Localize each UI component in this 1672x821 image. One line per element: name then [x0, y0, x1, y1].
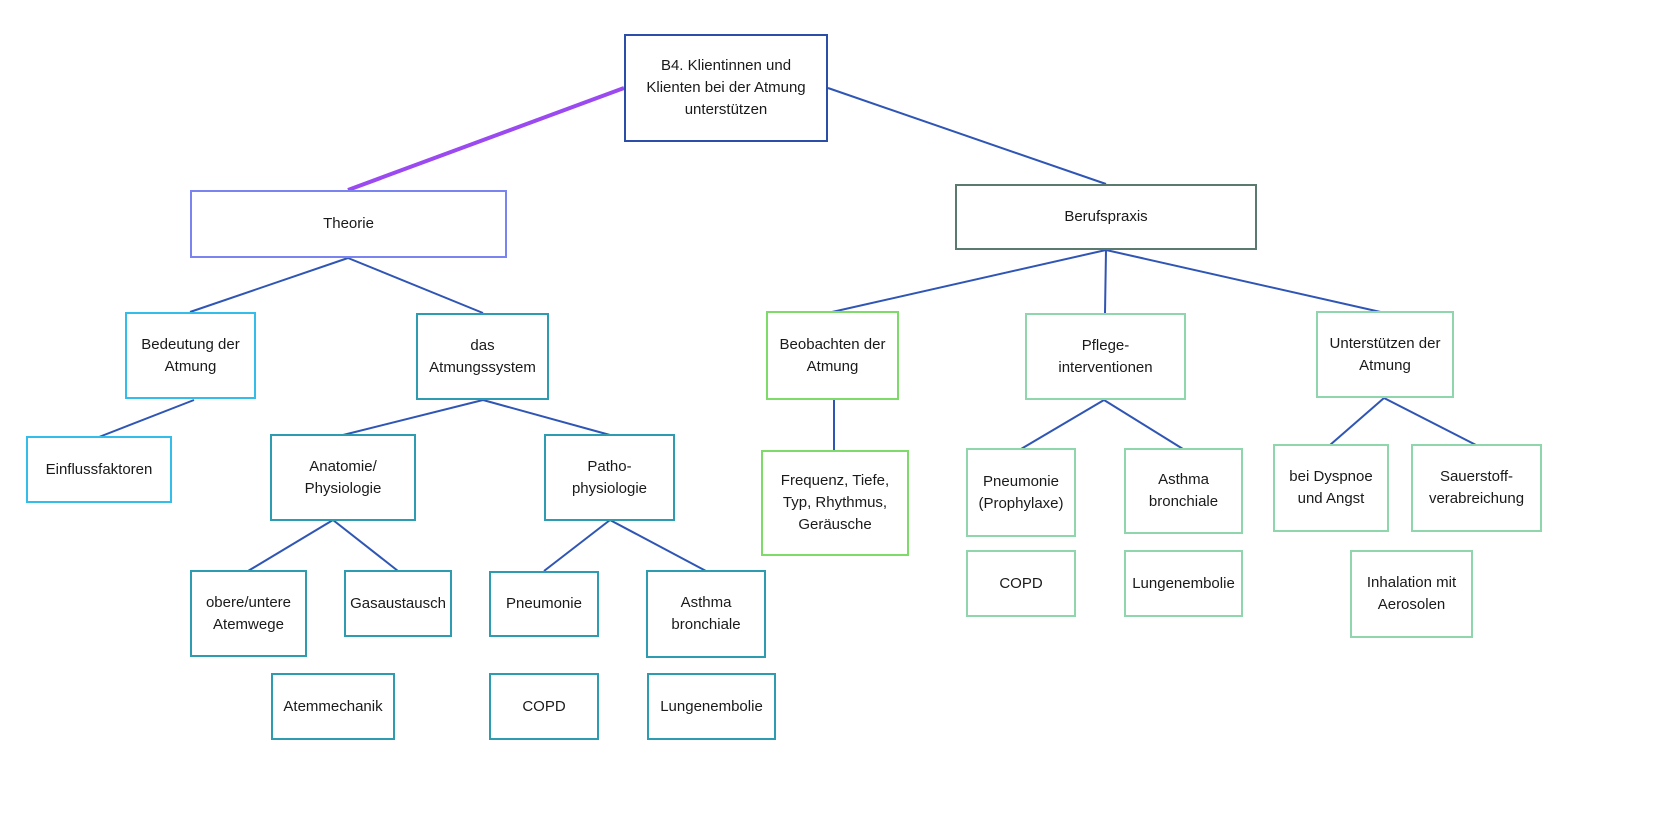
link-root-theorie	[347, 86, 625, 192]
link-anatomie-atemwege	[247, 519, 334, 572]
asthma-node: Asthma bronchiale	[646, 570, 766, 658]
pneumonie-node: Pneumonie	[489, 571, 599, 637]
atmungssystem-node: das Atmungssystem	[416, 313, 549, 400]
atemmechanik-node: Atemmechanik	[271, 673, 395, 740]
gasaustausch-node: Gasaustausch	[344, 570, 452, 637]
bedeutung-node: Bedeutung der Atmung	[125, 312, 256, 399]
sauerstoff-node: Sauerstoff- verabreichung	[1411, 444, 1542, 532]
inhalation-node: Inhalation mit Aerosolen	[1350, 550, 1473, 638]
link-root-berufspraxis	[827, 87, 1107, 185]
beobachten-node: Beobachten der Atmung	[766, 311, 899, 400]
link-theorie-bedeutung	[189, 257, 349, 313]
copd-node: COPD	[489, 673, 599, 740]
link-unterstuetzen-sauerstoff	[1383, 397, 1477, 446]
anatomie-node: Anatomie/ Physiologie	[270, 434, 416, 521]
asthma-praxis-node: Asthma bronchiale	[1124, 448, 1243, 534]
frequenz-node: Frequenz, Tiefe, Typ, Rhythmus, Geräusch…	[761, 450, 909, 556]
pneumonie-prophylaxe-node: Pneumonie (Prophylaxe)	[966, 448, 1076, 537]
dyspnoe-node: bei Dyspnoe und Angst	[1273, 444, 1389, 532]
root-node: B4. Klientinnen und Klienten bei der Atm…	[624, 34, 828, 142]
unterstuetzen-node: Unterstützen der Atmung	[1316, 311, 1454, 398]
link-unterstuetzen-dyspnoe	[1329, 397, 1385, 446]
atemwege-node: obere/untere Atemwege	[190, 570, 307, 657]
link-atmungssystem-patho	[482, 399, 611, 436]
link-beruf-beobachten	[831, 249, 1107, 313]
copd-praxis-node: COPD	[966, 550, 1076, 617]
lungenembolie-node: Lungenembolie	[647, 673, 776, 740]
link-atmungssystem-anatomie	[342, 399, 484, 436]
berufspraxis-node: Berufspraxis	[955, 184, 1257, 250]
pflegeinterventionen-node: Pflege- interventionen	[1025, 313, 1186, 400]
link-pflege-asthma	[1103, 399, 1184, 450]
link-patho-pneumonie	[543, 519, 611, 572]
pathophysiologie-node: Patho- physiologie	[544, 434, 675, 521]
link-beruf-pflege	[1104, 249, 1107, 314]
link-theorie-atmungssystem	[347, 257, 484, 314]
link-pflege-pneumonie	[1020, 399, 1105, 450]
einflussfaktoren-node: Einflussfaktoren	[26, 436, 172, 503]
link-patho-asthma	[609, 519, 707, 572]
lungenembolie-praxis-node: Lungenembolie	[1124, 550, 1243, 617]
link-bedeutung-einfluss	[98, 399, 195, 438]
link-anatomie-gasaustausch	[332, 519, 399, 572]
link-beruf-unterstuetzen	[1105, 249, 1386, 314]
theorie-node: Theorie	[190, 190, 507, 258]
